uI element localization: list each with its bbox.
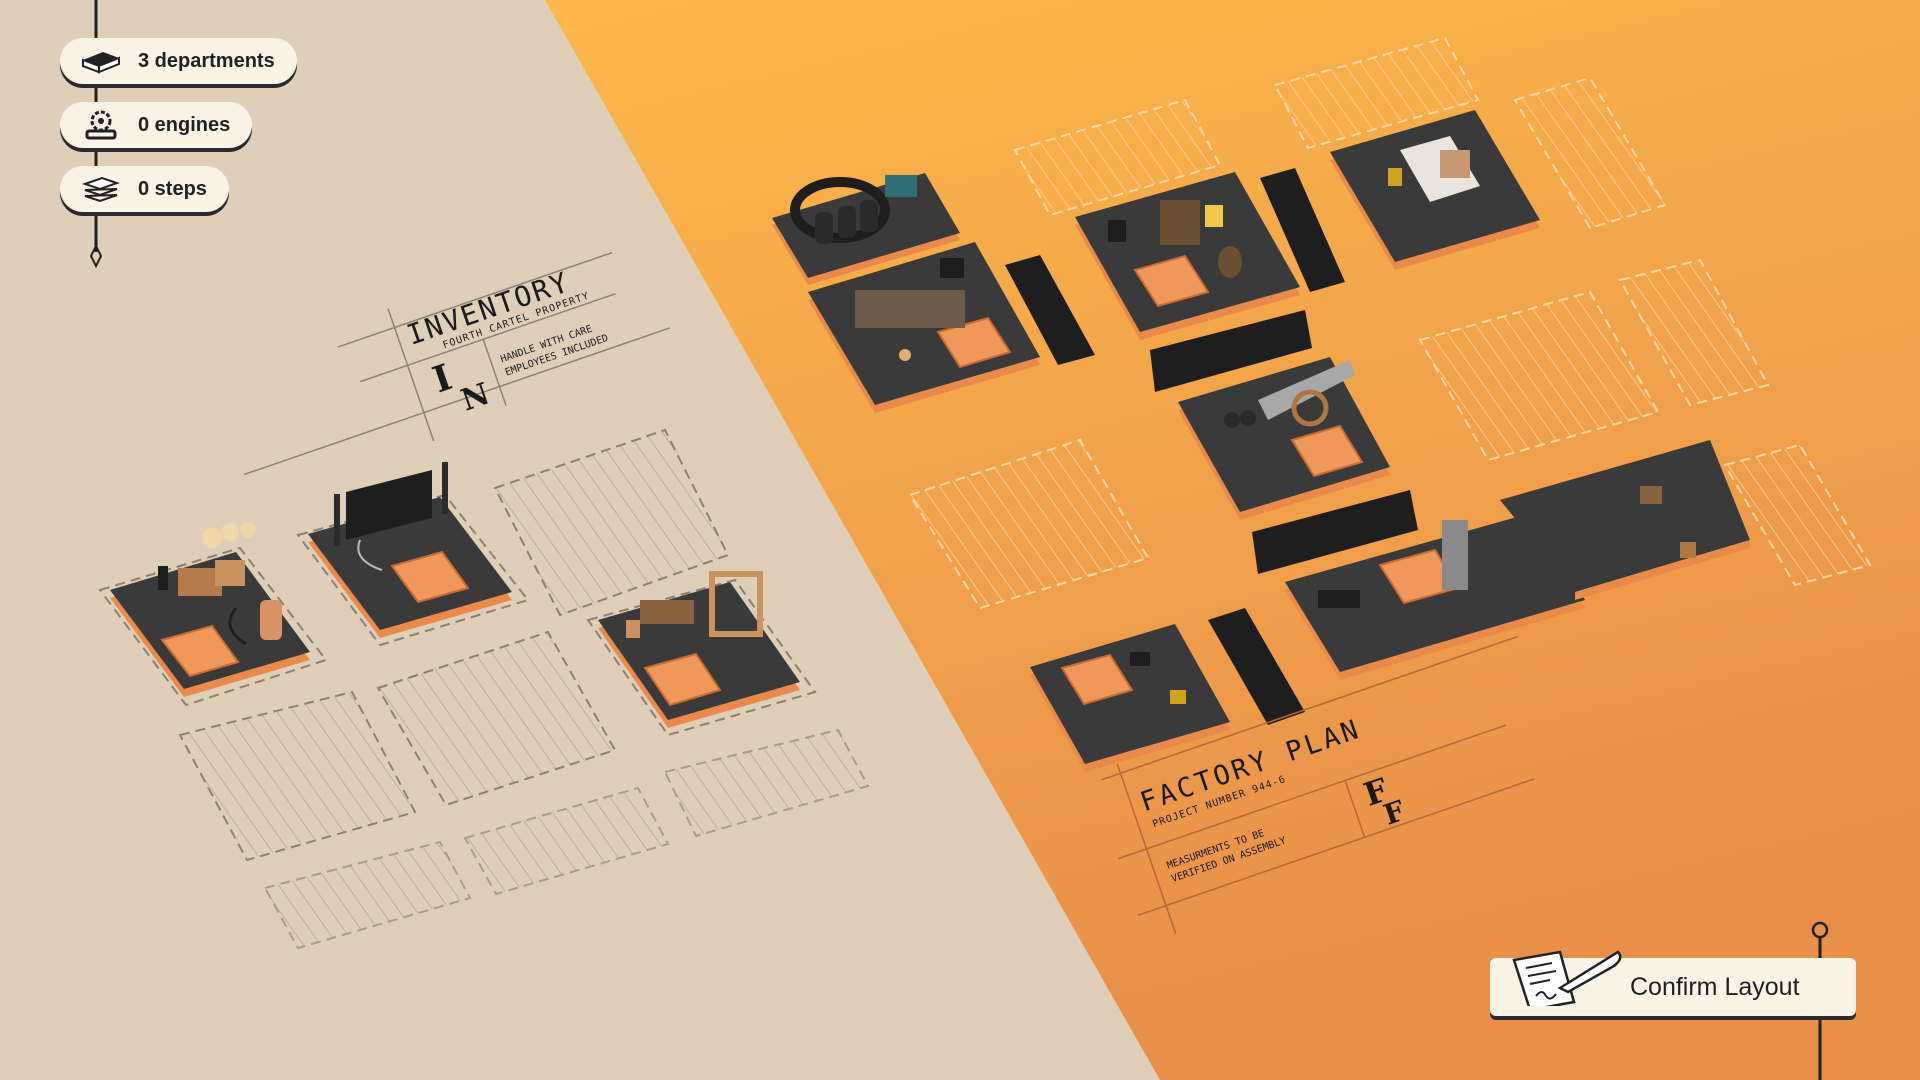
inventory-empty-slot[interactable] [263,840,472,950]
factory-department-map[interactable] [1330,110,1540,270]
connector-belt [1260,168,1345,292]
confirm-layout-label: Confirm Layout [1630,972,1800,1001]
factory-department-dresser[interactable] [1075,172,1300,340]
inventory-department-lab[interactable] [98,522,328,707]
departments-counter-label: 3 departments [138,49,275,72]
steps-counter: 0 steps [60,166,229,212]
inventory-empty-slot[interactable] [376,630,617,807]
factory-department-small[interactable] [1030,624,1230,772]
inventory-empty-slot[interactable] [178,690,417,862]
confirm-layout-button[interactable]: Confirm Layout [1490,950,1856,1016]
connector-belt [1252,490,1418,574]
factory-empty-slot[interactable] [1513,76,1667,230]
book-icon [80,46,122,76]
steps-counter-label: 0 steps [138,177,207,200]
inventory-department-office[interactable] [586,571,817,737]
factory-department-kitchen[interactable] [808,242,1040,413]
factory-empty-slot[interactable] [1013,98,1222,217]
timeline-node [1811,921,1829,939]
timeline-end-marker [89,243,103,269]
factory-empty-slot[interactable] [1723,443,1872,587]
factory-empty-slot[interactable] [1418,290,1660,462]
engines-counter: 0 engines [60,102,253,148]
inventory-department-tv[interactable] [296,462,530,647]
stack-icon [80,174,122,204]
connector-belt [1005,255,1095,365]
factory-department-cannon[interactable] [1178,357,1390,520]
connector-belt [1208,608,1305,725]
inventory-empty-slot[interactable] [663,728,870,838]
factory-empty-slot[interactable] [1618,258,1770,407]
factory-department-workshop[interactable] [1285,440,1750,680]
connector-belt [1150,310,1312,392]
contract-quill-icon [1490,950,1630,1016]
gears-icon [80,110,122,140]
factory-department-engine[interactable] [772,173,960,285]
factory-empty-slot[interactable] [908,438,1150,610]
departments-counter: 3 departments [60,38,297,84]
engines-counter-label: 0 engines [138,113,231,136]
inventory-empty-slot[interactable] [463,786,670,896]
factory-empty-slot[interactable] [1273,36,1480,150]
inventory-empty-slot[interactable] [493,428,730,617]
